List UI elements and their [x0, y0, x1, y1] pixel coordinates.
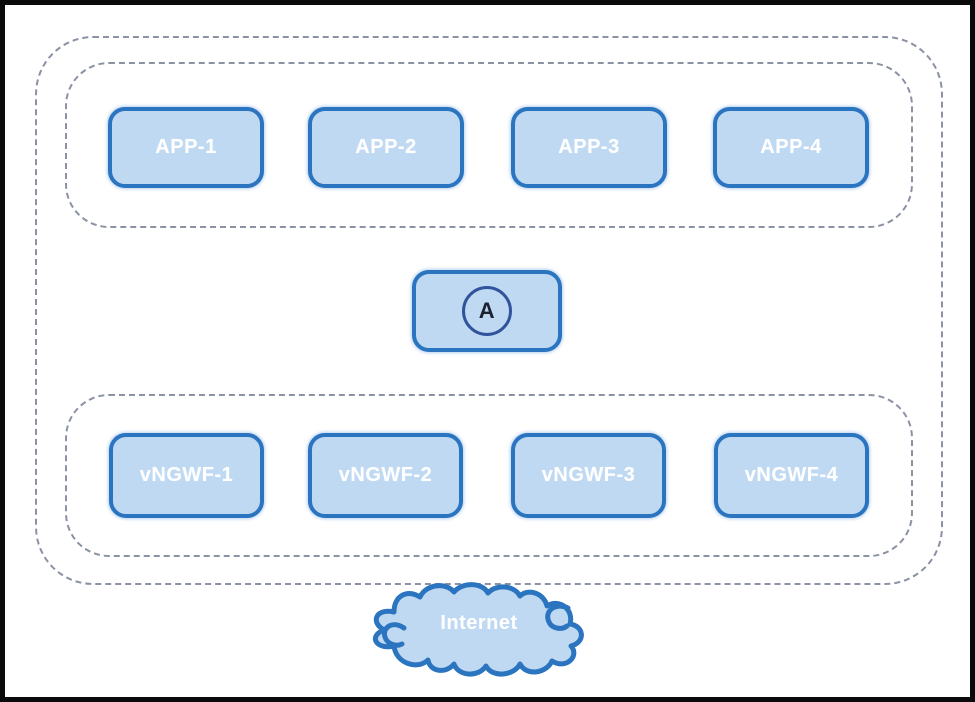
outer-network-boundary — [35, 36, 943, 585]
node-app-3: APP-3 — [511, 107, 667, 188]
node-vngwf-3: vNGWF-3 — [511, 433, 666, 518]
internet-cloud: Internet — [368, 582, 598, 682]
node-app-4-label: APP-4 — [760, 136, 822, 158]
node-app-3-label: APP-3 — [558, 136, 620, 158]
a-circle-badge: A — [462, 286, 512, 336]
app-tier-boundary — [65, 62, 913, 228]
node-app-1: APP-1 — [108, 107, 264, 188]
internet-label: Internet — [440, 612, 518, 634]
node-vngwf-2-label: vNGWF-2 — [338, 464, 433, 486]
node-vngwf-1-label: vNGWF-1 — [139, 464, 234, 486]
firewall-tier-boundary — [65, 394, 913, 557]
node-vngwf-1: vNGWF-1 — [109, 433, 264, 518]
node-vngwf-4-label: vNGWF-4 — [744, 464, 839, 486]
node-vngwf-3-label: vNGWF-3 — [541, 464, 636, 486]
node-vngwf-2: vNGWF-2 — [308, 433, 463, 518]
node-vngwf-4: vNGWF-4 — [714, 433, 869, 518]
node-app-4: APP-4 — [713, 107, 869, 188]
node-app-1-label: APP-1 — [155, 136, 217, 158]
cloud-icon — [372, 582, 584, 677]
node-app-2: APP-2 — [308, 107, 464, 188]
node-app-2-label: APP-2 — [355, 136, 417, 158]
node-a: A — [412, 270, 562, 352]
